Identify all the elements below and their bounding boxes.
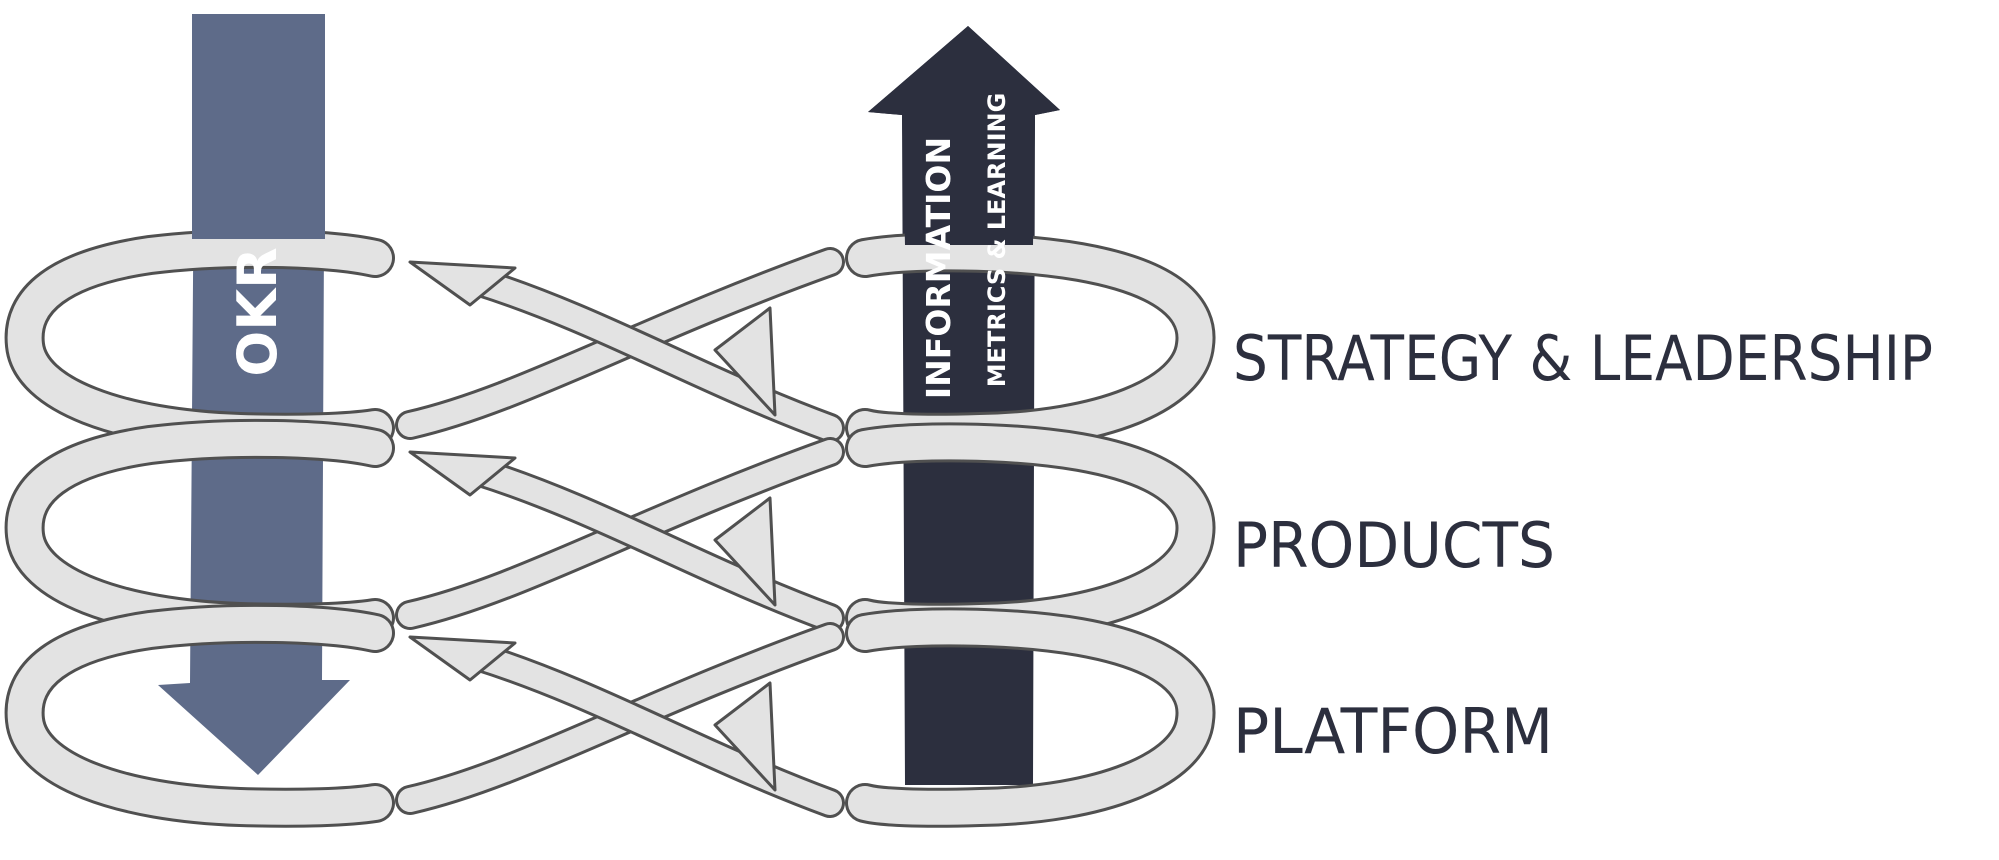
- okr-arrow-front: [192, 14, 325, 239]
- layer-label-products: PRODUCTS: [1233, 509, 1555, 582]
- information-arrow-front: [868, 26, 1060, 245]
- layer-label-strategy: STRATEGY & LEADERSHIP: [1233, 322, 1933, 395]
- layer-label-platform: PLATFORM: [1233, 695, 1553, 768]
- information-label: INFORMATION: [919, 137, 958, 399]
- okr-label: OKR: [226, 247, 289, 376]
- metrics-learning-label: METRICS & LEARNING: [983, 93, 1011, 388]
